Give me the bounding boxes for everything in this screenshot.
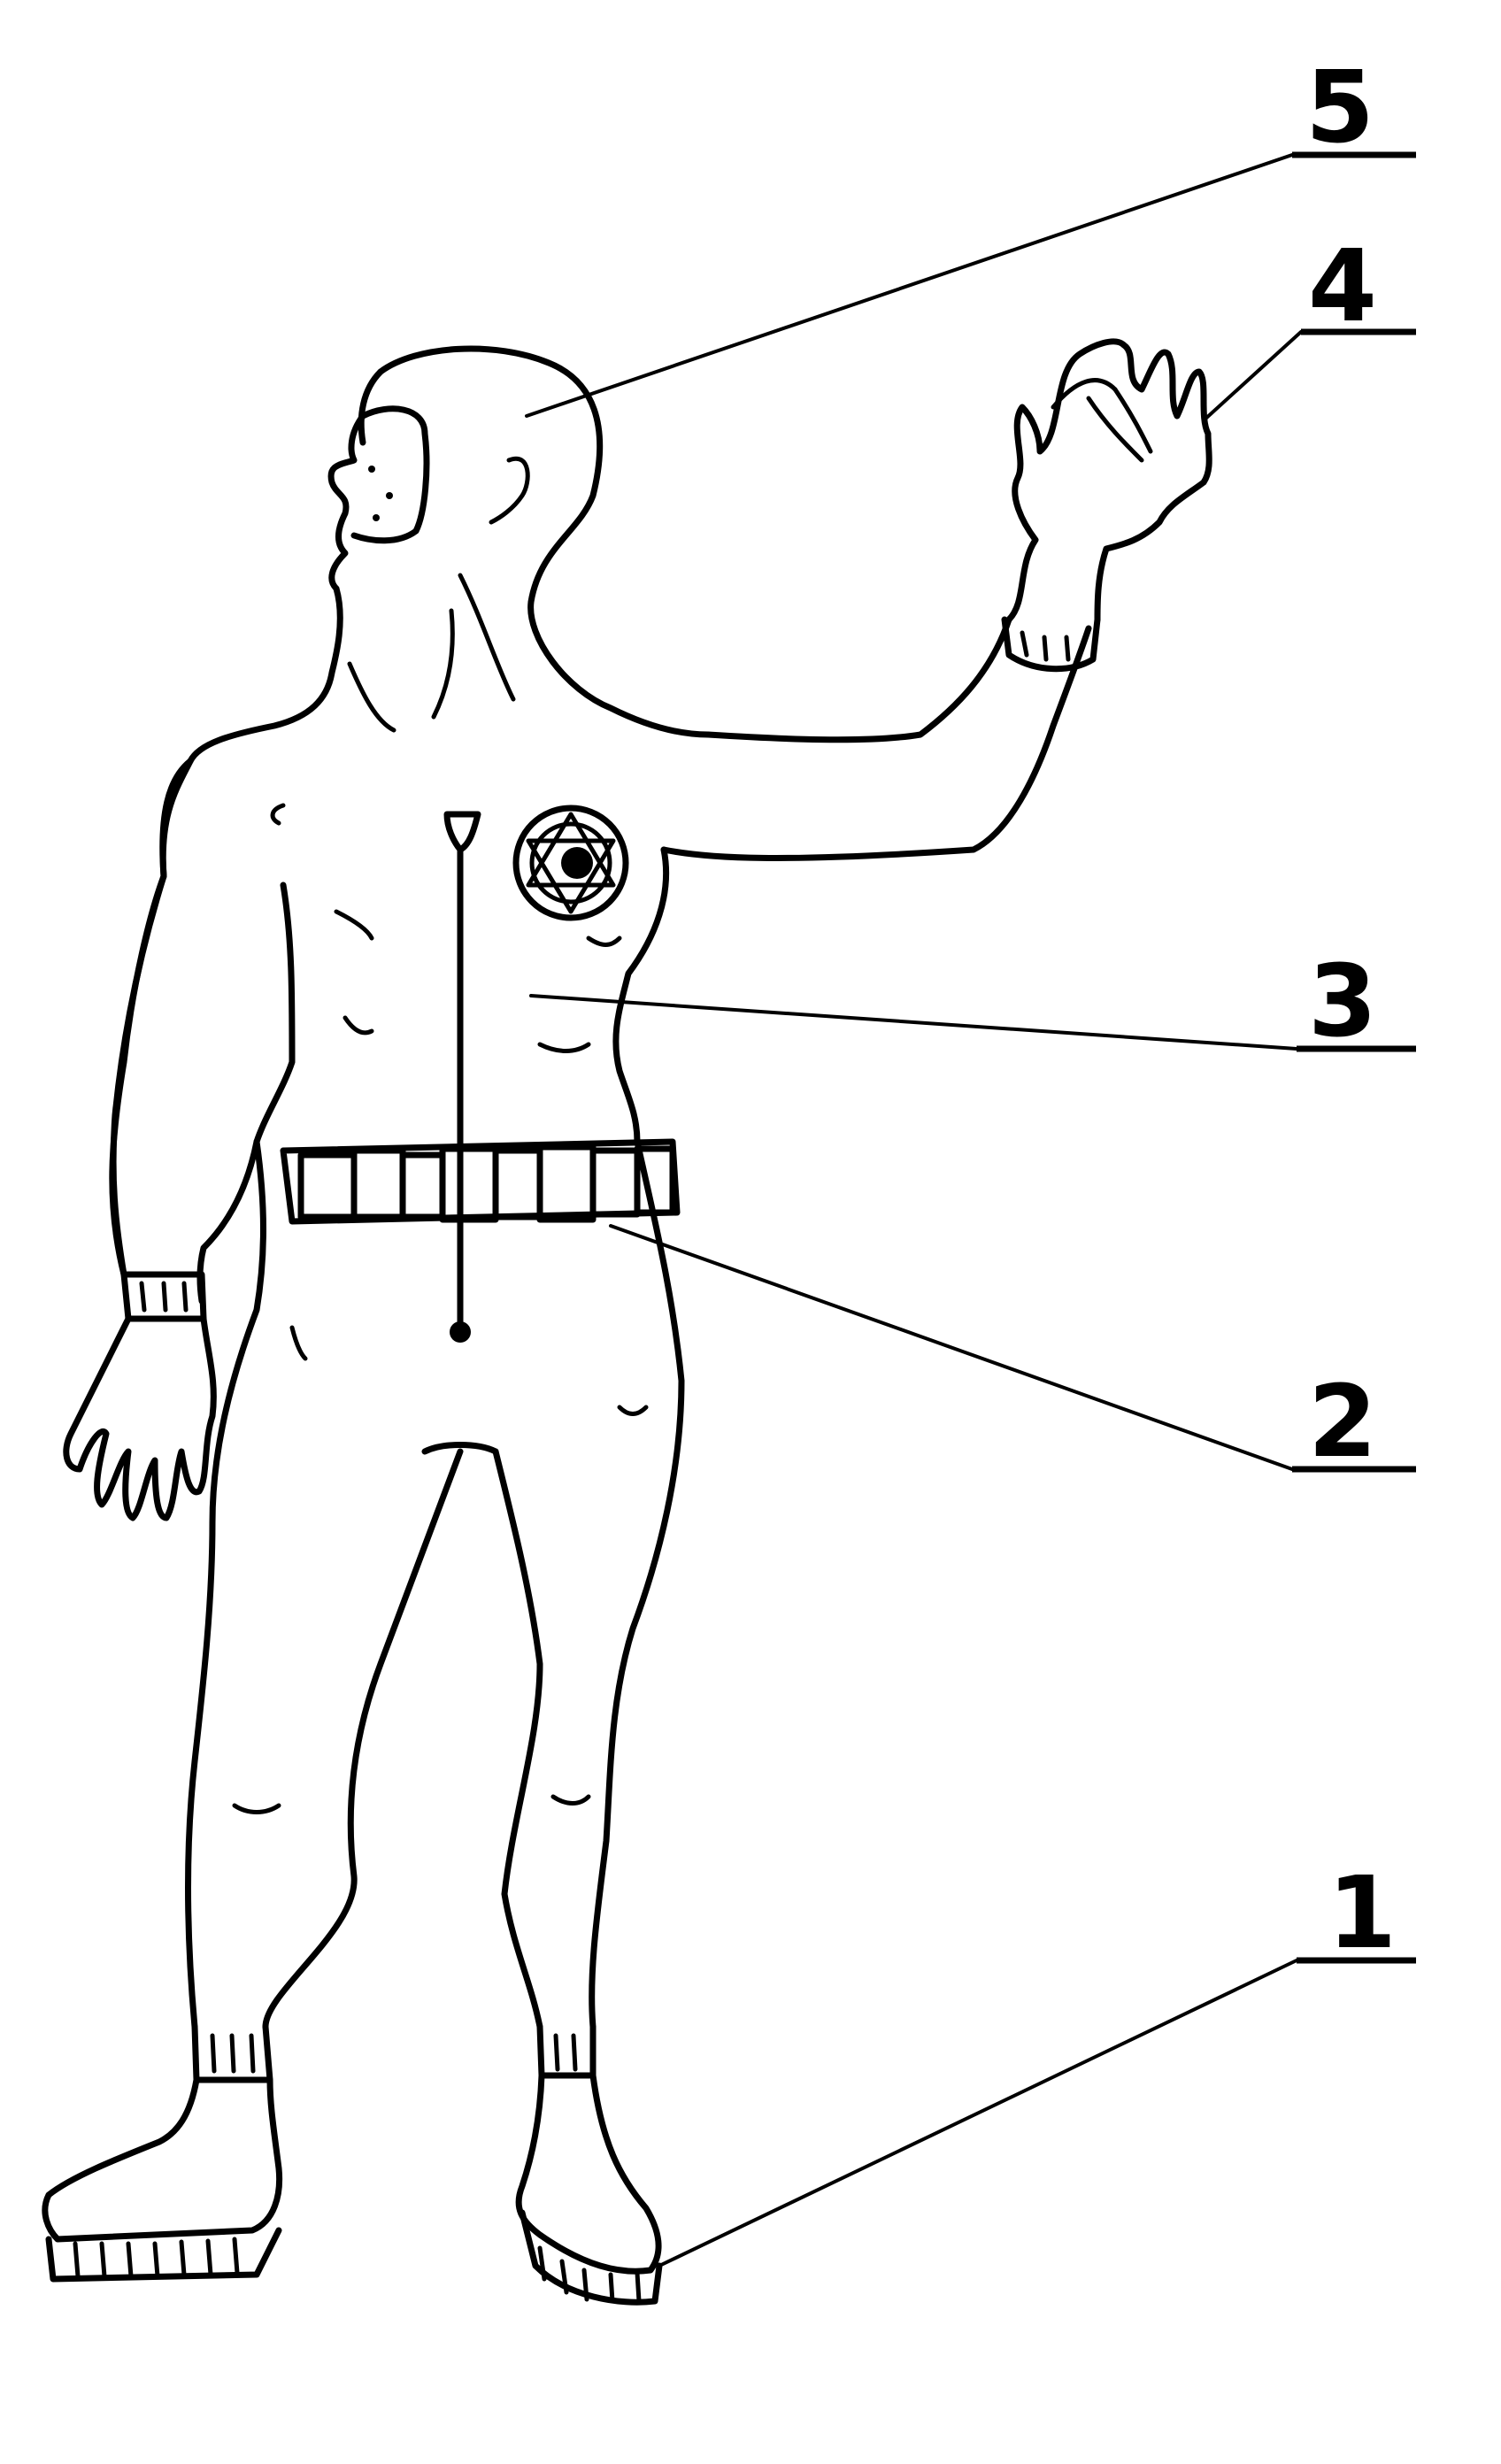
weight-belt [280,1138,681,1225]
left-leg-outer [185,1138,266,2030]
left-arm-inner [196,1138,260,1305]
face-opening [350,405,430,544]
chest-emblem [512,805,629,921]
callout-5-leader [525,153,1294,418]
right-leg-outer [589,1138,685,2030]
callout-4-leader [1202,330,1303,422]
boot-left-sole [45,2227,282,2283]
boot-left [42,2076,283,2243]
neck-fold [458,573,516,702]
callout-2-leader [609,1224,1294,1471]
boot-right [515,2072,662,2275]
raised-hand [1005,338,1212,623]
ankle-band-right [536,2023,597,2079]
torso-right [612,846,670,1145]
hood-back [358,368,384,446]
hood-outline [377,345,712,738]
neck-inner [431,608,455,720]
ankle-band-left [191,2023,273,2083]
callout-3-label: 3 [1308,944,1377,1059]
right-leg-inner [492,1448,543,2030]
crotch [421,1442,499,1455]
hood-ear [489,456,530,525]
torso-left [109,758,194,1278]
face-profile [327,412,366,592]
callout-5-label: 5 [1305,50,1374,166]
collar-left [347,661,396,733]
left-leg-inner [262,1448,464,2030]
callouts: 5 4 3 2 1 [525,50,1416,2268]
callout-3-leader [529,994,1298,1051]
lower-hand [63,1315,217,1521]
torso-left-inner [253,882,296,1145]
neck-left [159,585,343,880]
callout-2-label: 2 [1308,1365,1377,1480]
callout-1-leader [658,1959,1298,2268]
suited-figure [42,338,1212,2306]
wrist-band-raised [1001,616,1101,673]
left-arm-outer [110,873,167,1278]
raised-arm-outer [704,616,1012,743]
zipper-pull-top [443,811,481,853]
callout-4-label: 4 [1308,229,1377,344]
callout-1-label: 1 [1328,1856,1397,1971]
raised-arm-inner [660,625,1092,861]
